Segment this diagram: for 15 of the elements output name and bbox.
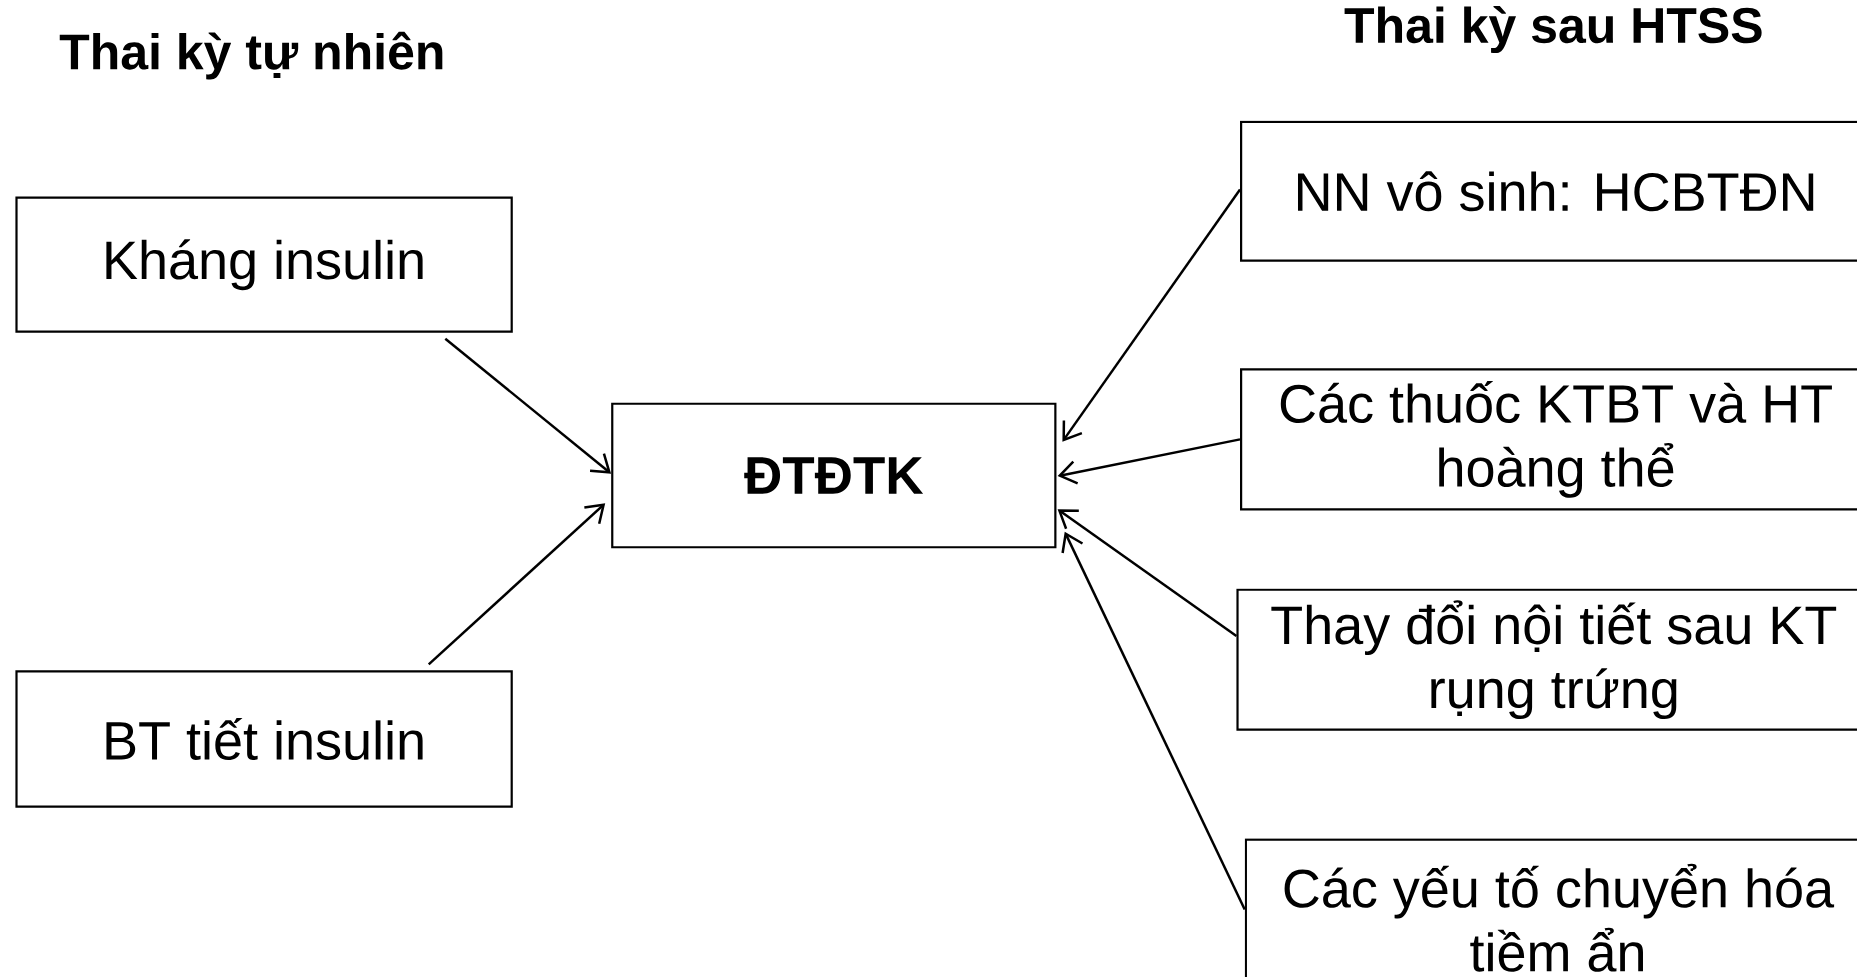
process-box: Thay đổi nội tiết sau KT rụng trứng <box>1236 588 1857 731</box>
process-box: Các yếu tố chuyển hóa tiềm ẩn <box>1244 838 1857 977</box>
arrow <box>1062 188 1242 442</box>
process-box: BT tiết insulin <box>15 670 513 808</box>
arrow <box>1057 509 1238 638</box>
process-box: Các thuốc KTBT và HT hoàng thể <box>1240 368 1857 511</box>
heading: Thai kỳ sau HTSS <box>1344 6 1762 54</box>
process-box: Kháng insulin <box>15 196 513 333</box>
arrow <box>444 337 612 474</box>
arrow <box>1061 531 1246 911</box>
process-box: NN vô sinh: HCBTĐN <box>1240 120 1857 262</box>
arrow <box>1057 438 1241 485</box>
process-box: ĐTĐTK <box>611 402 1057 549</box>
arrow <box>427 503 606 666</box>
heading: Thai kỳ tự nhiên <box>59 31 443 80</box>
